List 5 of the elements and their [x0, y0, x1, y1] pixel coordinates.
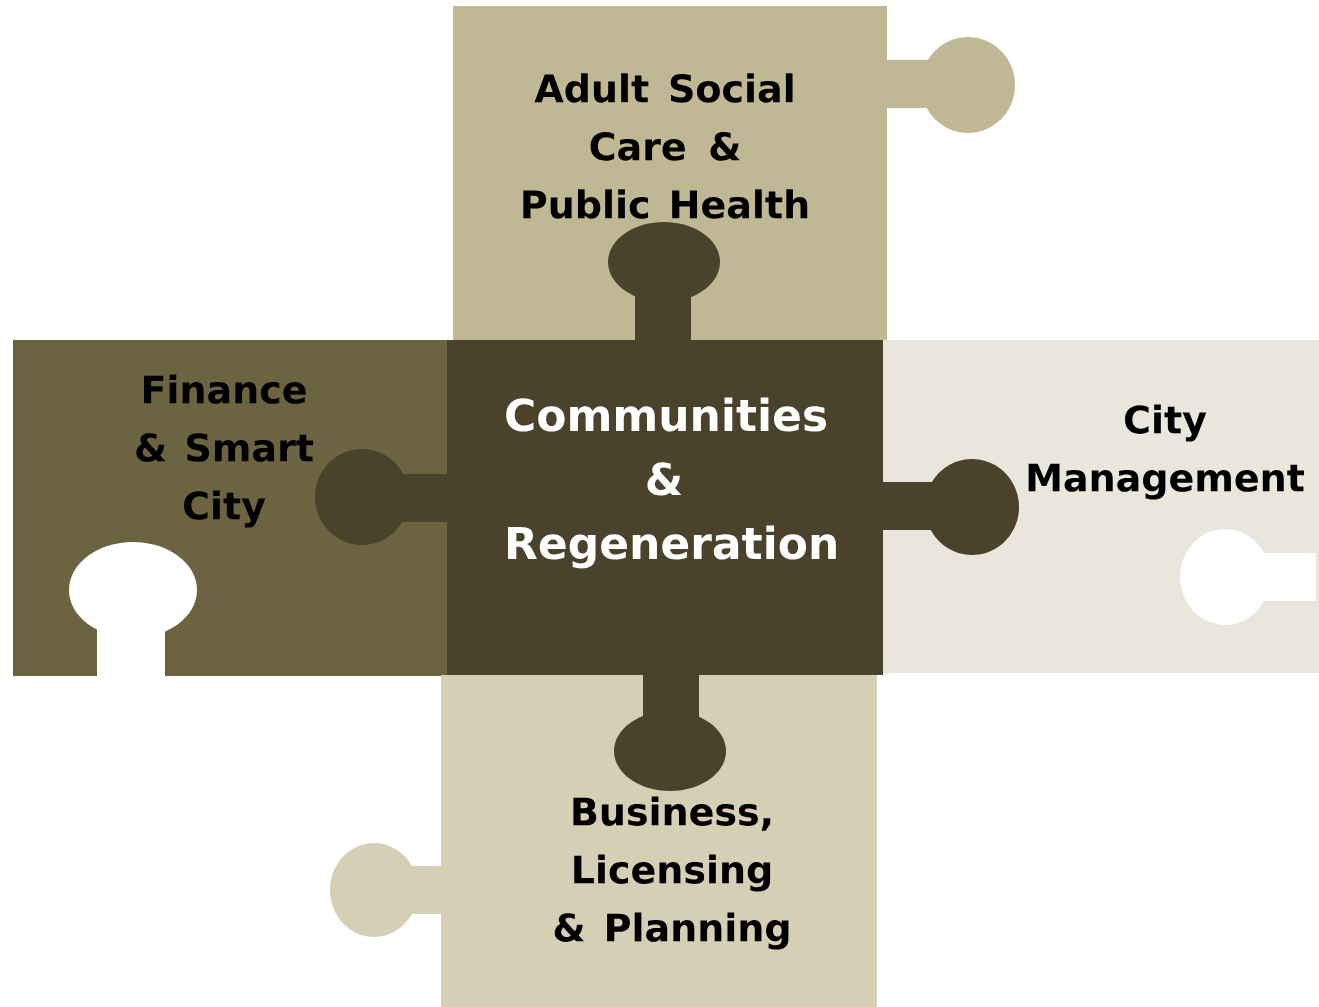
puzzle-piece: Adult Social Care & Public Health — [453, 6, 1015, 340]
puzzle-piece: Business, Licensing & Planning — [330, 675, 877, 1007]
puzzle-piece: City Management — [883, 340, 1319, 673]
puzzle-piece: Communities & Regeneration — [315, 222, 1019, 791]
puzzle-piece: Finance & Smart City — [13, 340, 447, 677]
